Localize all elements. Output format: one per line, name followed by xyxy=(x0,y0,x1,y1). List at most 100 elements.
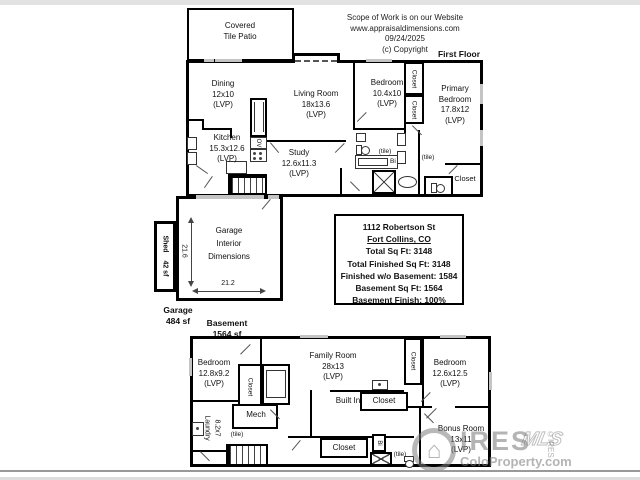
garage-side-door-opening xyxy=(268,195,279,199)
first-floor-title: First Floor xyxy=(437,49,481,59)
bi-label: Bi xyxy=(390,158,396,165)
wall xyxy=(404,124,406,136)
closet-label: Closet xyxy=(246,377,254,397)
wall xyxy=(340,168,342,197)
scope-line: 09/24/2025 xyxy=(384,34,426,43)
sketch-title: Sketch xyxy=(296,0,329,3)
watermark-brand: IRES xyxy=(460,426,532,456)
basement-sf: 1564 sf xyxy=(212,329,242,339)
soaking-tub xyxy=(398,176,417,188)
bottom-edge-bar xyxy=(0,477,640,480)
info-finished-wo-basement: Finished w/o Basement: 1584 xyxy=(340,270,458,281)
shower xyxy=(370,452,392,466)
closet-label: Closet xyxy=(410,69,418,89)
wall xyxy=(202,128,232,130)
wall xyxy=(422,338,424,408)
window-opening xyxy=(300,335,328,338)
tile-label: (tile) xyxy=(421,154,435,161)
room-basement-bedroom-left: Bedroom 12.8x9.2 (LVP) xyxy=(197,358,231,388)
wall xyxy=(455,406,491,408)
oven-label: OV xyxy=(255,138,261,148)
closet-label: Closet xyxy=(372,396,396,405)
ires-logo-icon: ⌂ xyxy=(412,428,456,472)
wall xyxy=(186,119,204,121)
watermark-mls: MLS xyxy=(519,429,565,451)
room-bonus: Bonus Room 13x11 (LVP) xyxy=(437,424,485,454)
garage-caption: Garage xyxy=(163,305,193,315)
toilet-icon xyxy=(361,146,370,155)
oven-box xyxy=(250,137,267,149)
window-opening xyxy=(215,59,242,62)
window-opening xyxy=(189,358,192,376)
scope-line: Scope of Work is on our Website xyxy=(346,13,464,22)
refrigerator-box xyxy=(187,137,197,150)
closet-box xyxy=(360,392,408,411)
watermark: ⌂ IRES MLS ColoProperty.com ©IRES xyxy=(400,422,572,478)
shed-outline xyxy=(154,221,176,292)
wall xyxy=(202,119,204,130)
garage-sf: 484 sf xyxy=(165,316,191,326)
garage-door-opening xyxy=(196,195,264,199)
scope-line: (c) Copyright xyxy=(382,44,428,54)
patio-door-opening xyxy=(204,59,214,62)
sink-box xyxy=(356,133,366,142)
info-total-finished: Total Finished Sq Ft: 3148 xyxy=(347,258,451,269)
pantry-shelf-lines xyxy=(254,102,264,132)
room-bedroom2: Bedroom 10.4x10 (LVP) xyxy=(370,78,404,108)
closet-box xyxy=(404,62,424,95)
wardrobe-inner xyxy=(266,370,286,398)
info-basement-sqft: Basement Sq Ft: 1564 xyxy=(355,283,443,294)
patio-label: Covered Tile Patio xyxy=(223,21,257,41)
wall xyxy=(310,390,312,438)
room-study: Study 12.6x11.3 (LVP) xyxy=(281,148,317,178)
info-city: Fort Collins, CO xyxy=(367,234,431,245)
garage-dim-horizontal: 21.2 xyxy=(221,280,235,287)
wall xyxy=(260,338,262,366)
tile-label: (tile) xyxy=(393,451,407,458)
garage-dim-vertical-arrow xyxy=(188,217,194,287)
bottom-divider-line xyxy=(0,470,640,472)
window-opening xyxy=(366,59,392,62)
built-in-label: Built In xyxy=(335,396,361,405)
room-family: Family Room 28x13 (LVP) xyxy=(309,351,357,381)
window-opening xyxy=(489,372,492,390)
garage-dim-horizontal-arrow xyxy=(192,288,266,294)
closet-label: Closet xyxy=(332,443,356,452)
stairs-first-floor xyxy=(230,176,267,195)
kitchen-island-box xyxy=(226,161,247,174)
bathtub-inner xyxy=(358,158,388,166)
room-primary-bedroom: Primary Bedroom 17.8x12 (LVP) xyxy=(438,84,472,125)
garage-label: Garage Interior Dimensions xyxy=(208,226,250,261)
top-header-bar: Sketch xyxy=(0,0,640,5)
info-total-sqft: Total Sq Ft: 3148 xyxy=(365,246,433,257)
wall xyxy=(230,128,232,138)
wall xyxy=(445,163,483,165)
closet-box xyxy=(238,364,262,409)
fixture-dot xyxy=(378,383,381,386)
window-opening xyxy=(480,130,483,146)
burner-dot xyxy=(253,152,256,155)
mech-label: Mech xyxy=(246,410,266,419)
wall xyxy=(190,450,228,452)
closet-label: Closet xyxy=(409,351,417,371)
entry-bumpout xyxy=(292,53,340,63)
room-kitchen: Kitchen 15.3x12.6 (LVP) xyxy=(209,133,245,163)
room-dining: Dining 12x10 (LVP) xyxy=(211,79,235,109)
shed-label: Shed42 sf xyxy=(161,235,169,277)
info-address: 1112 Robertson St xyxy=(362,222,436,232)
burner-dot xyxy=(259,157,262,160)
wall xyxy=(353,128,406,130)
wall xyxy=(330,390,404,392)
window-opening xyxy=(440,335,466,338)
tile-label: (tile) xyxy=(378,148,392,155)
vanity-box xyxy=(397,151,406,164)
wall xyxy=(353,62,355,128)
window-opening xyxy=(480,84,483,104)
closet-box xyxy=(404,338,422,385)
burner-dot xyxy=(253,157,256,160)
info-basement-finish: Basement Finish: 100% xyxy=(352,295,446,306)
watermark-site: ColoProperty.com xyxy=(460,454,572,469)
laundry-label: Laundry xyxy=(203,415,211,441)
shower xyxy=(372,170,396,194)
